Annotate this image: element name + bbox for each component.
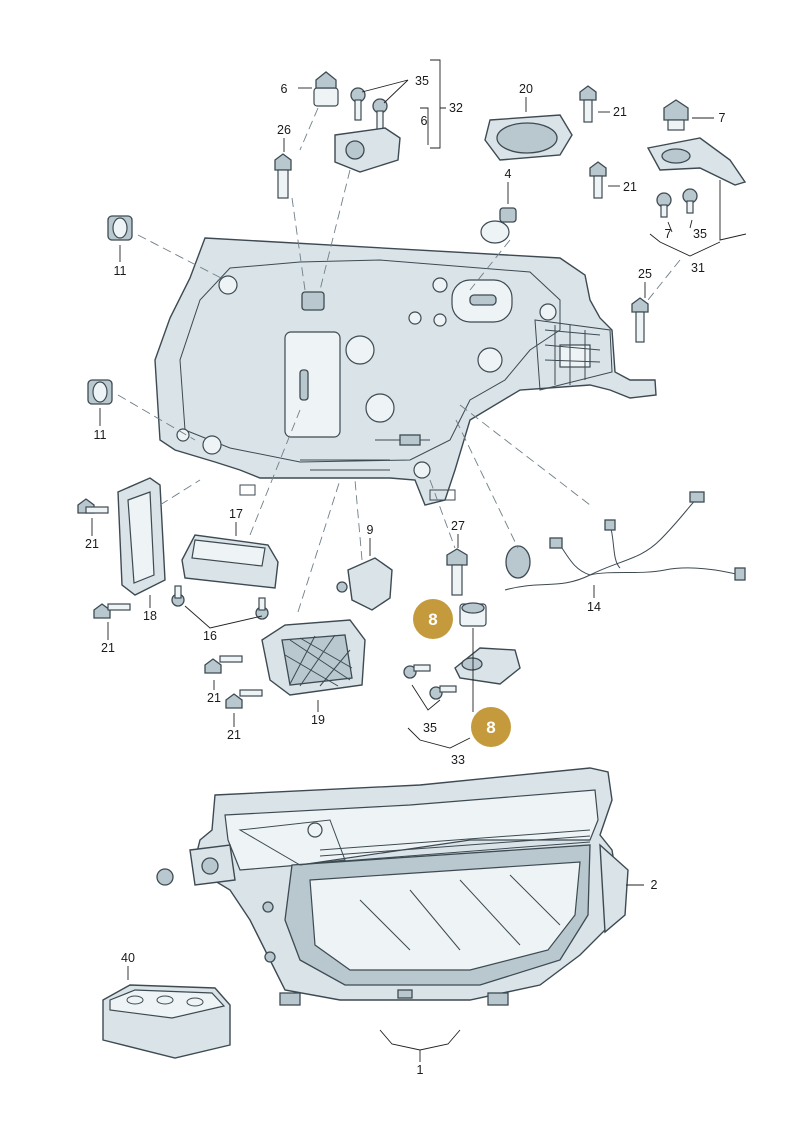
label-35a: 35 bbox=[415, 74, 429, 88]
badge-8-upper-text: 8 bbox=[428, 610, 437, 629]
label-21f: 21 bbox=[227, 728, 241, 742]
part-31-bracket bbox=[646, 137, 747, 218]
part-labels: 6 35 32 6 26 20 21 7 4 21 7 35 31 11 25 … bbox=[85, 74, 725, 1077]
part-11-grommet-a bbox=[107, 215, 133, 241]
part-40-pad bbox=[102, 984, 231, 1059]
headlamp-housing-rear bbox=[154, 237, 657, 506]
label-21c: 21 bbox=[85, 537, 99, 551]
label-33: 33 bbox=[451, 753, 465, 767]
label-16: 16 bbox=[203, 629, 217, 643]
part-14-wiring-harness bbox=[504, 491, 746, 591]
part-21-screw-b bbox=[589, 161, 607, 199]
label-26: 26 bbox=[277, 123, 291, 137]
label-9: 9 bbox=[367, 523, 374, 537]
label-21b: 21 bbox=[623, 180, 637, 194]
part-33-bracket bbox=[403, 647, 521, 700]
label-21a: 21 bbox=[613, 105, 627, 119]
highlight-badge-8-lower[interactable]: 8 bbox=[471, 707, 511, 747]
label-32: 32 bbox=[449, 101, 463, 115]
label-11b: 11 bbox=[94, 428, 107, 442]
label-7b: 7 bbox=[665, 227, 672, 241]
label-19: 19 bbox=[311, 713, 325, 727]
part-20-cover bbox=[484, 114, 573, 161]
label-31: 31 bbox=[691, 261, 705, 275]
label-7a: 7 bbox=[719, 111, 726, 125]
part-16-screws bbox=[171, 585, 269, 620]
highlight-badge-8-upper[interactable]: 8 bbox=[413, 599, 453, 639]
part-6-nut bbox=[313, 71, 339, 107]
label-18: 18 bbox=[143, 609, 157, 623]
part-8-nut bbox=[459, 602, 487, 627]
part-32-bracket bbox=[334, 127, 401, 173]
label-21e: 21 bbox=[207, 691, 221, 705]
label-11a: 11 bbox=[114, 264, 127, 278]
part-26-screw bbox=[274, 153, 292, 199]
part-27-screw bbox=[446, 548, 468, 596]
part-25-screw bbox=[631, 297, 649, 343]
label-1: 1 bbox=[417, 1063, 424, 1077]
label-20: 20 bbox=[519, 82, 533, 96]
label-21d: 21 bbox=[101, 641, 115, 655]
label-4: 4 bbox=[505, 167, 512, 181]
label-40: 40 bbox=[121, 951, 135, 965]
label-25: 25 bbox=[638, 267, 652, 281]
leader-lines bbox=[91, 59, 747, 1062]
label-6a: 6 bbox=[281, 82, 288, 96]
part-19-grille bbox=[261, 619, 366, 696]
label-35b: 35 bbox=[693, 227, 707, 241]
label-17: 17 bbox=[229, 507, 243, 521]
label-14: 14 bbox=[587, 600, 601, 614]
part-35-screws-top bbox=[350, 87, 388, 132]
part-17-control-unit bbox=[181, 534, 279, 589]
badge-8-lower-text: 8 bbox=[486, 718, 495, 737]
label-35c: 35 bbox=[423, 721, 437, 735]
part-11-grommet-b bbox=[87, 379, 113, 405]
label-2: 2 bbox=[651, 878, 658, 892]
dashed-projection-lines bbox=[117, 107, 681, 613]
part-21-screw-a bbox=[579, 85, 597, 123]
part-4-bulb bbox=[480, 207, 517, 244]
part-7-nut bbox=[663, 99, 689, 131]
label-27: 27 bbox=[451, 519, 465, 533]
part-9-motor bbox=[336, 557, 393, 611]
headlamp-assembly-front bbox=[156, 767, 629, 1006]
label-6b: 6 bbox=[421, 114, 428, 128]
part-18-frame bbox=[117, 477, 166, 596]
part-21-screws-left bbox=[77, 498, 263, 709]
